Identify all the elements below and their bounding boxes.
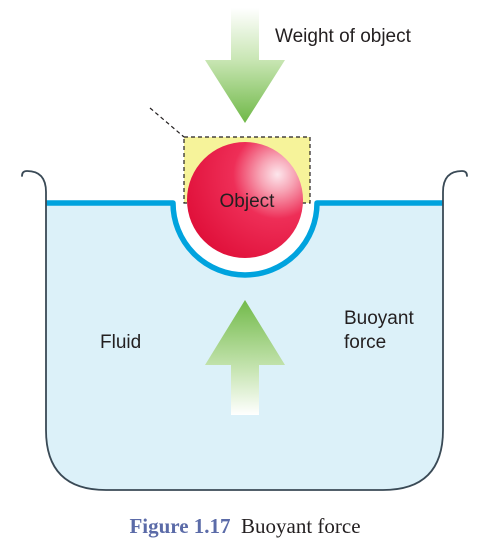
buoyant-label-line1: Buoyant bbox=[344, 308, 414, 329]
figure-number: Figure 1.17 bbox=[129, 514, 230, 538]
container-outline bbox=[21, 170, 468, 491]
figure-title: Buoyant force bbox=[241, 514, 361, 538]
buoyant-label-line2: force bbox=[344, 332, 386, 353]
object-sphere bbox=[187, 142, 303, 258]
weight-label: Weight of object bbox=[275, 26, 412, 47]
figure-caption: Figure 1.17 Buoyant force bbox=[129, 514, 360, 538]
fluid-label: Fluid bbox=[100, 332, 141, 353]
weight-arrow bbox=[205, 8, 285, 123]
object-label: Object bbox=[220, 191, 276, 212]
buoyant-force-arrow bbox=[205, 300, 285, 415]
leader-line bbox=[149, 107, 185, 138]
fluid-surface bbox=[46, 200, 443, 278]
